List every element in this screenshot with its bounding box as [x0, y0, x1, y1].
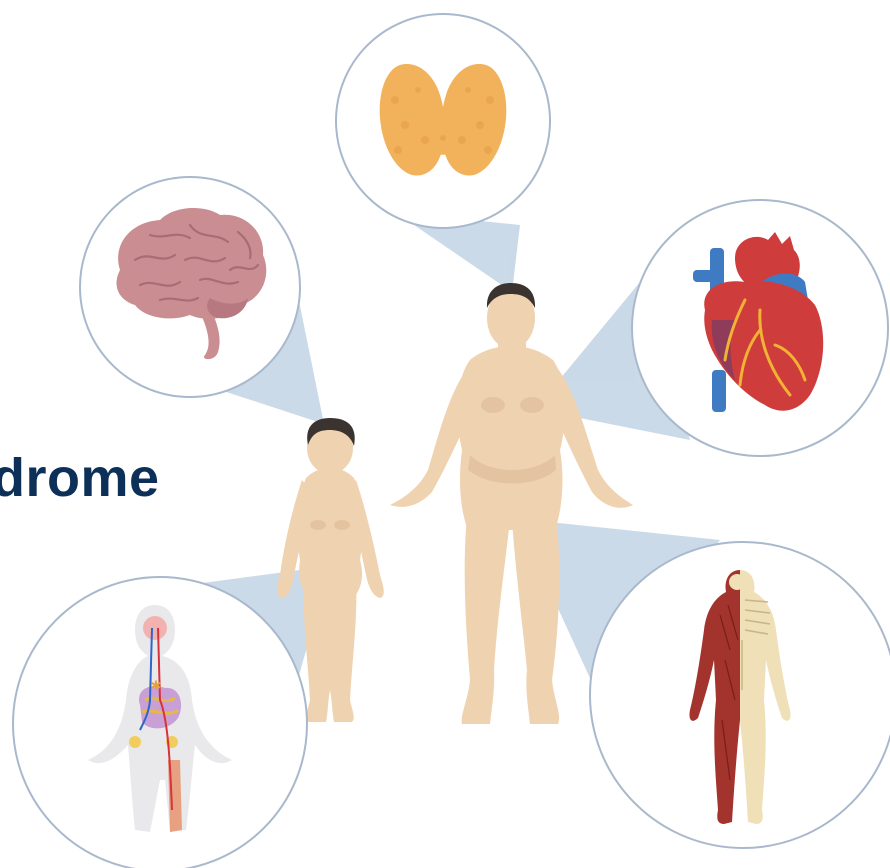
- child-right-leg: [329, 575, 356, 722]
- brain-panel: [80, 177, 300, 397]
- adult-torso: [457, 346, 565, 530]
- title-text: drome: [0, 448, 222, 508]
- child-left-leg: [304, 575, 331, 722]
- thyroid-panel: [336, 14, 550, 228]
- adult-left-leg: [462, 505, 510, 724]
- endocrine-body-panel: ✱: [13, 577, 307, 868]
- adult-right-leg: [512, 505, 559, 724]
- heart-panel: [632, 200, 888, 456]
- svg-text:✱: ✱: [151, 679, 162, 694]
- musculoskeletal-panel: [590, 542, 890, 848]
- child-torso: [298, 468, 363, 595]
